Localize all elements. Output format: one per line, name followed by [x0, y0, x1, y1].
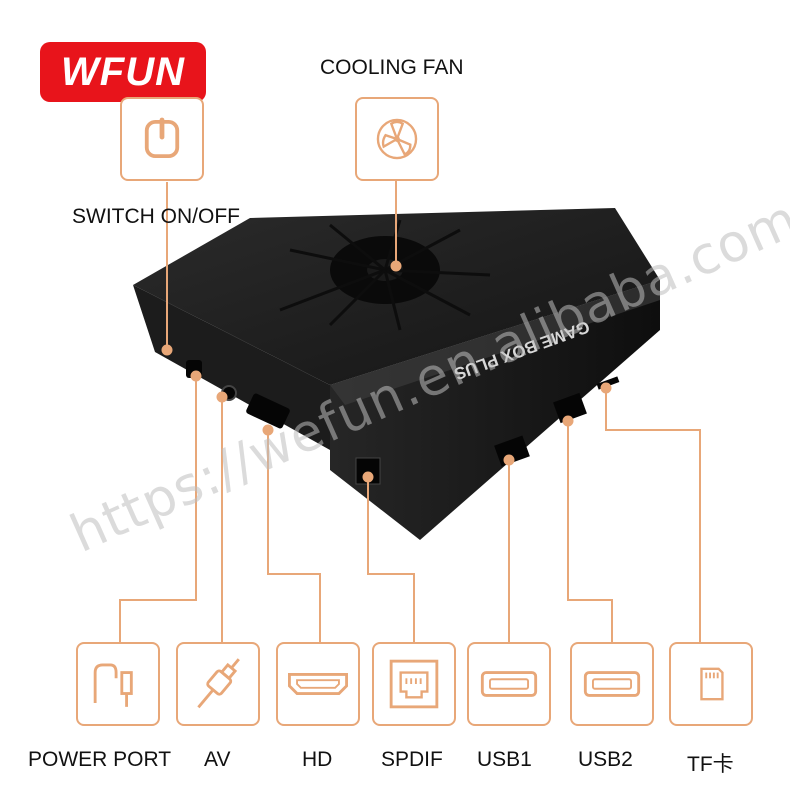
device-right-face [330, 280, 660, 540]
fan-icon [355, 97, 439, 181]
power-icon [120, 97, 204, 181]
cooling-fan-label: COOLING FAN [320, 56, 464, 79]
hdmi-port [246, 393, 290, 429]
power-port-label: POWER PORT [28, 748, 172, 771]
sd-card-icon [669, 642, 753, 726]
usb1-port [494, 435, 530, 467]
fan-grille [279, 219, 491, 331]
usb2-icon [570, 642, 654, 726]
hd-label: HD [302, 748, 333, 771]
brand-logo: WFUN [40, 42, 206, 102]
usb1-label: USB1 [477, 748, 532, 771]
logo-text: WFUN [61, 49, 185, 94]
power-cable-icon [76, 642, 160, 726]
spdif-label: SPDIF [381, 748, 443, 771]
av-cable-icon [176, 642, 260, 726]
spdif-icon [372, 642, 456, 726]
hdmi-icon [276, 642, 360, 726]
usb2-port [553, 392, 587, 424]
usb1-icon [467, 642, 551, 726]
tf-label: TF卡 [687, 753, 734, 776]
usb2-label: USB2 [578, 748, 633, 771]
av-label: AV [204, 748, 231, 771]
switch-label: SWITCH ON/OFF [72, 205, 240, 228]
